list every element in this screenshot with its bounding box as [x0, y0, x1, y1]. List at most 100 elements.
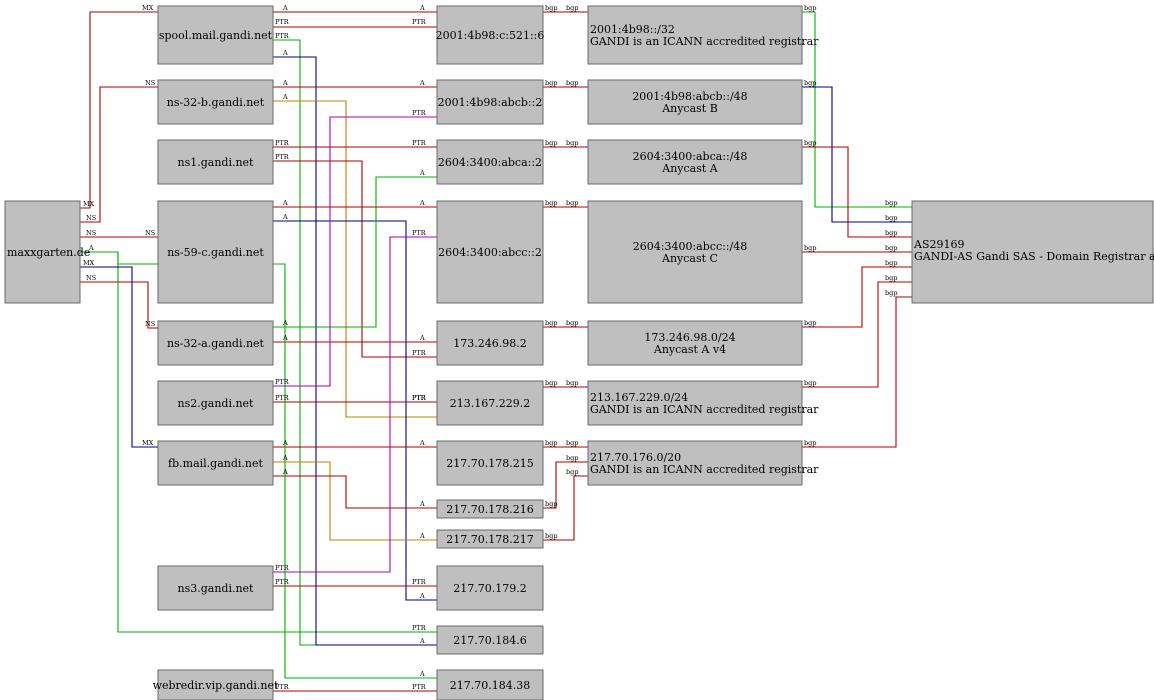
- edge-label: A: [282, 319, 288, 327]
- edge-label: PTR: [412, 578, 427, 586]
- edge-label: PTR: [275, 32, 290, 40]
- edge-label: bgp: [566, 199, 578, 207]
- edge-label: bgp: [804, 439, 816, 447]
- domain-label: maxxgarten.de: [7, 246, 90, 259]
- edge-label: PTR: [412, 18, 427, 26]
- asn-node: [911, 200, 1154, 304]
- host-node-fbmail: [157, 440, 274, 486]
- prefix-line-p2: 2001:4b98:abcb::/48: [632, 90, 747, 103]
- edge-label: bgp: [885, 289, 897, 297]
- edge-label: bgp: [566, 79, 578, 87]
- host-label-ns32b: ns-32-b.gandi.net: [167, 96, 265, 109]
- ip-label-ip12: 217.70.184.38: [450, 679, 530, 692]
- host-node-spool: [157, 5, 274, 65]
- edge-label: bgp: [566, 468, 578, 476]
- edge-label: bgp: [804, 4, 816, 12]
- edge-label: A: [419, 637, 425, 645]
- ip-node-ip7: [436, 440, 544, 486]
- host-label-webredir: webredir.vip.gandi.net: [153, 679, 279, 692]
- edge-ptr-ip11-spool: [273, 39, 437, 633]
- ip-node-ip8: [436, 499, 544, 519]
- edge-a-spool-ip11: [273, 56, 437, 646]
- edge-label: A: [282, 468, 288, 476]
- host-label-fbmail: fb.mail.gandi.net: [168, 457, 263, 470]
- edge-label: A: [419, 79, 425, 87]
- edge-label: bgp: [885, 214, 897, 222]
- edge-label: MX: [83, 259, 95, 267]
- edge-label: bgp: [545, 199, 557, 207]
- edge-bgp-ip9-p7: [543, 475, 588, 541]
- edge-label: PTR: [275, 18, 290, 26]
- prefix-line-p1: 2001:4b98::/32: [590, 23, 675, 36]
- edge-label: bgp: [804, 319, 816, 327]
- edge-label: PTR: [275, 683, 290, 691]
- edge-label: bgp: [885, 229, 897, 237]
- host-label-ns59c: ns-59-c.gandi.net: [167, 246, 264, 259]
- edge-label: A: [282, 49, 288, 57]
- prefix-node-p1: [587, 5, 803, 65]
- prefix-line-p4: Anycast C: [661, 252, 718, 265]
- edge-label: PTR: [412, 394, 427, 402]
- edge-label: bgp: [804, 79, 816, 87]
- ip-label-ip11: 217.70.184.6: [453, 634, 526, 647]
- edge-label: bgp: [885, 199, 897, 207]
- edge-label: PTR: [275, 378, 290, 386]
- host-label-ns1: ns1.gandi.net: [178, 156, 255, 169]
- host-node-webredir: [157, 669, 274, 700]
- edge-label: PTR: [412, 109, 427, 117]
- edge-label: NS: [145, 79, 155, 87]
- edge-label: A: [88, 244, 94, 252]
- edge-label: bgp: [545, 319, 557, 327]
- edge-label: bgp: [566, 139, 578, 147]
- prefix-line-p6: GANDI is an ICANN accredited registrar: [590, 403, 819, 416]
- edge-label: bgp: [566, 4, 578, 12]
- edge-label: A: [419, 532, 425, 540]
- edge-label: bgp: [804, 244, 816, 252]
- edge-bgp-p6-asn: [802, 281, 912, 388]
- edge-label: bgp: [804, 139, 816, 147]
- edge-label: NS: [145, 229, 155, 237]
- prefix-line-p1: GANDI is an ICANN accredited registrar: [590, 35, 819, 48]
- edge-label: A: [419, 670, 425, 678]
- edge-label: A: [282, 439, 288, 447]
- prefix-node-p4: [587, 200, 803, 304]
- host-node-ns32b: [157, 79, 274, 125]
- edge-label: bgp: [885, 274, 897, 282]
- edge-label: A: [419, 500, 425, 508]
- ip-label-ip3: 2604:3400:abca::2: [438, 156, 542, 169]
- prefix-node-p3: [587, 139, 803, 185]
- host-node-ns59c: [157, 200, 274, 304]
- edge-label: bgp: [545, 439, 557, 447]
- edge-label: MX: [142, 439, 154, 447]
- domain-node: [4, 200, 81, 304]
- edge-label: PTR: [412, 229, 427, 237]
- edge-label: bgp: [566, 454, 578, 462]
- ip-label-ip5: 173.246.98.2: [453, 337, 526, 350]
- edge-bgp-ip8-p7: [543, 461, 588, 509]
- ip-node-ip3: [436, 139, 544, 185]
- ip-label-ip9: 217.70.178.217: [446, 533, 533, 546]
- edge-label: A: [282, 199, 288, 207]
- edge-ptr-ip5-ns1: [273, 160, 437, 358]
- prefix-node-p2: [587, 79, 803, 125]
- edge-ptr-ip2-ns2: [273, 116, 437, 387]
- edge-label: NS: [86, 274, 96, 282]
- edge-label: A: [282, 93, 288, 101]
- edge-label: NS: [145, 320, 155, 328]
- edge-label: MX: [142, 4, 154, 12]
- ip-label-ip7: 217.70.178.215: [446, 457, 533, 470]
- edge-a-ns59c-ip10: [273, 220, 437, 601]
- ip-node-ip2: [436, 79, 544, 125]
- prefix-line-p4: 2604:3400:abcc::/48: [633, 240, 747, 253]
- host-label-ns3: ns3.gandi.net: [178, 582, 255, 595]
- edge-label: MX: [83, 200, 95, 208]
- edge-label: bgp: [566, 319, 578, 327]
- edge-ns-ns32a: [80, 281, 158, 329]
- host-node-ns3: [157, 565, 274, 611]
- host-label-ns2: ns2.gandi.net: [178, 397, 255, 410]
- nodes-layer: maxxgarten.despool.mail.gandi.netns-32-b…: [4, 5, 1154, 700]
- edge-label: bgp: [885, 244, 897, 252]
- edge-label: PTR: [412, 624, 427, 632]
- edge-label: PTR: [275, 139, 290, 147]
- edge-label: A: [282, 454, 288, 462]
